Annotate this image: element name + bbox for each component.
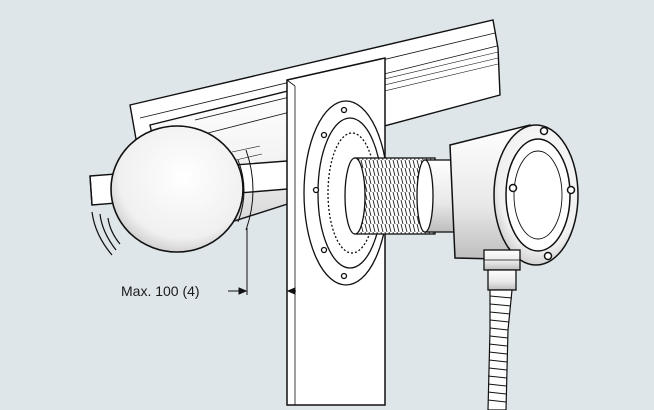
shaft-end-cap xyxy=(110,125,254,253)
cable-gland xyxy=(483,249,521,291)
sensor-head xyxy=(449,124,579,266)
collar-nut xyxy=(416,159,456,233)
dimension-marker xyxy=(228,228,296,295)
dimension-label: Max. 100 (4) xyxy=(121,283,200,299)
flexible-conduit xyxy=(487,289,513,410)
rotation-arrows xyxy=(91,211,121,256)
